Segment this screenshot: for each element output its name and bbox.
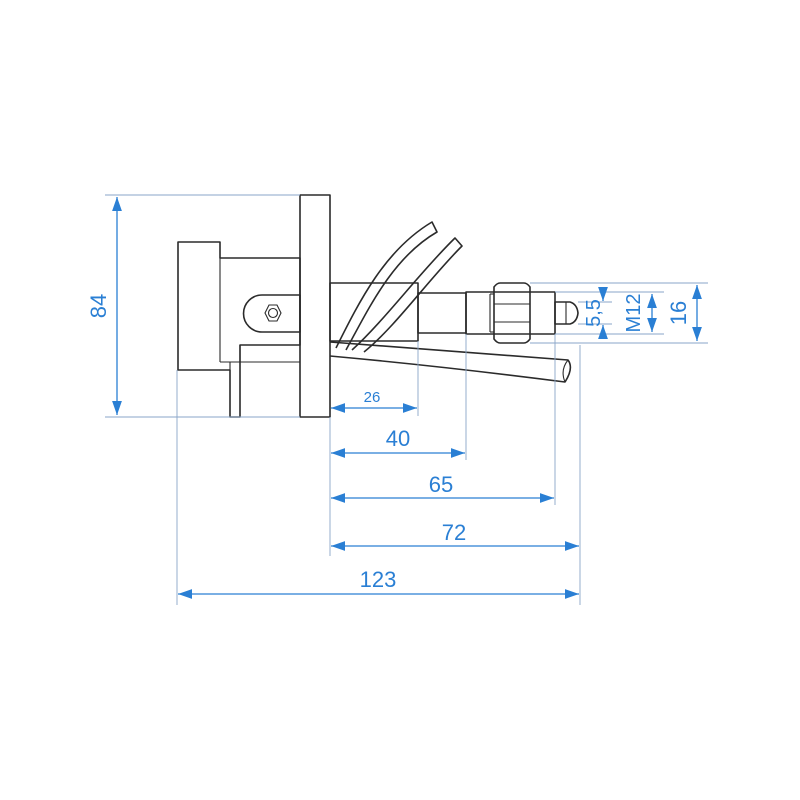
hex-nut [489,282,531,344]
dim-label-5-5: 5,5 [583,299,605,327]
extension-lines [105,194,708,605]
mounting-bolt [242,294,301,333]
wire-1 [335,221,438,351]
dimension-lines [112,197,702,599]
cable [329,341,572,383]
dim-label-72: 72 [442,520,466,545]
threaded-barrel [465,291,556,335]
dim-label-26: 26 [364,389,381,406]
dim-label-84: 84 [86,294,111,318]
dim-label-65: 65 [429,472,453,497]
mounting-flange [299,194,331,418]
dim-label-123: 123 [360,567,397,592]
dim-label-m12: M12 [623,294,645,333]
sensor-assembly [177,194,579,418]
dim-label-16: 16 [666,301,691,325]
left-block [177,241,301,418]
wire-2 [351,237,463,353]
dimension-labels: 84 26 40 65 72 123 5,5 M12 16 [86,294,691,592]
sensor-tip [554,301,579,325]
cable-end [562,359,569,383]
dim-label-40: 40 [386,426,410,451]
sensor-neck [417,292,467,334]
